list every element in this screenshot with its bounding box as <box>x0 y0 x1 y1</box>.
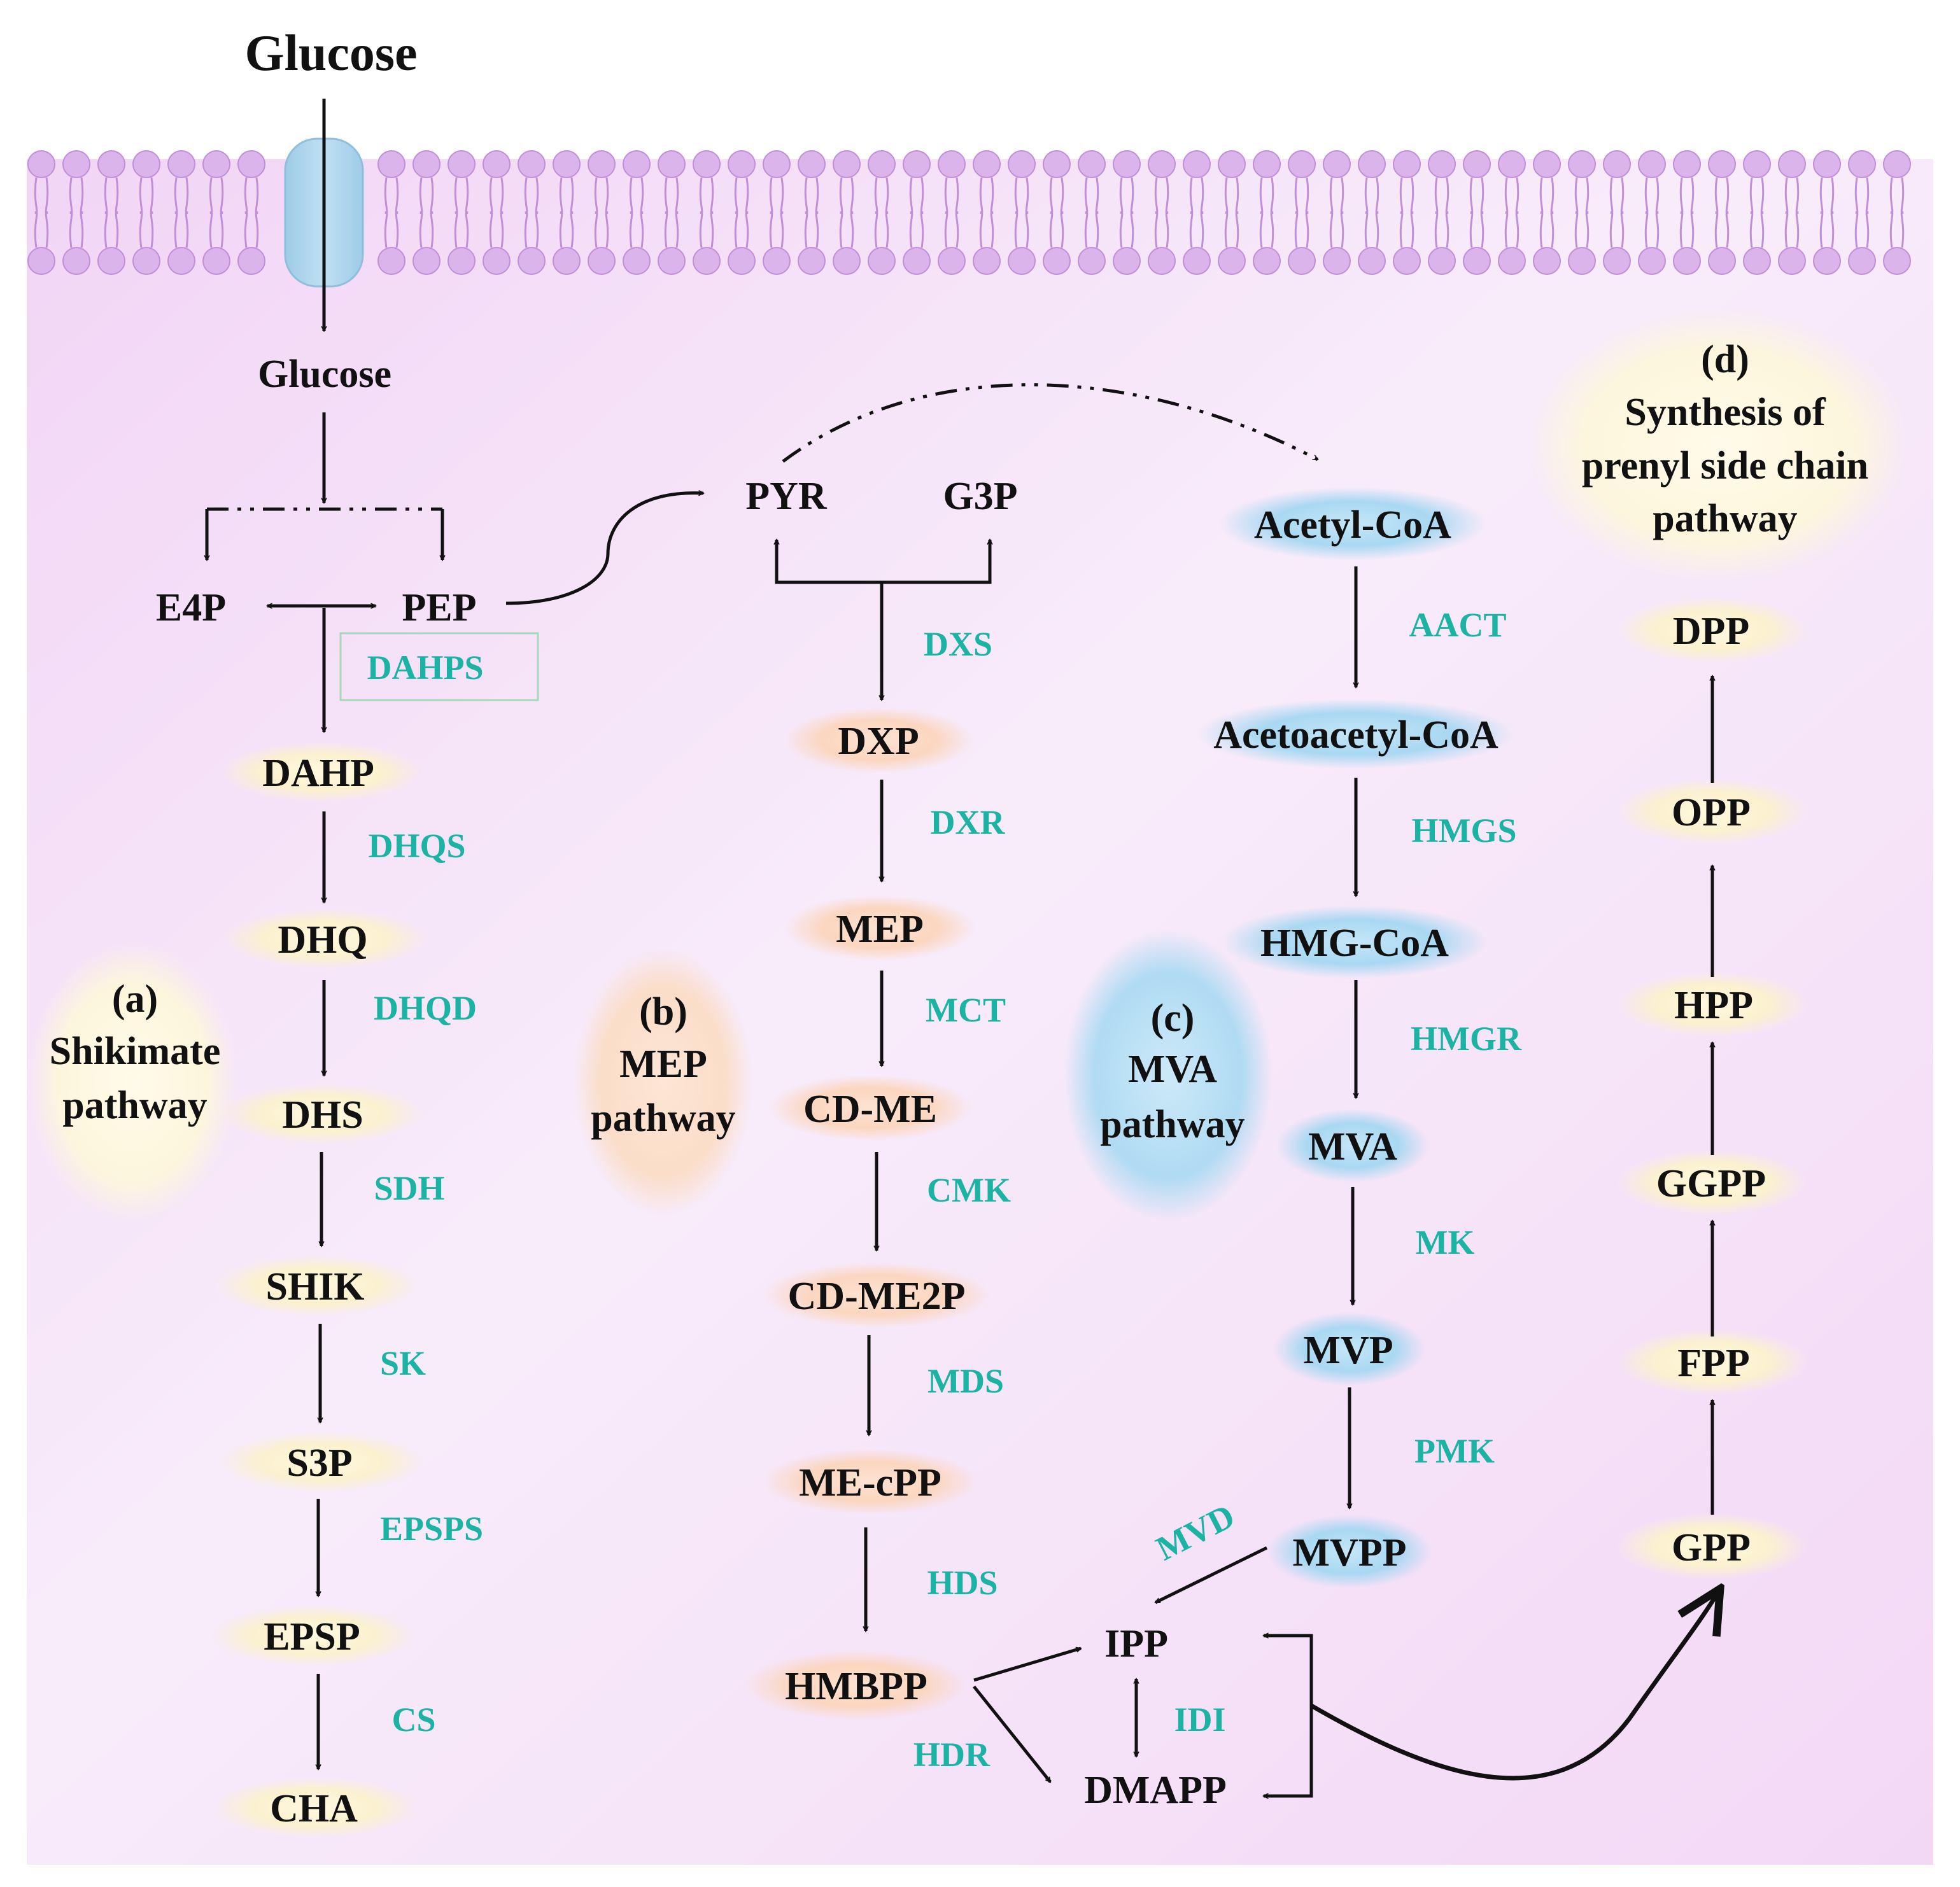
enzyme-dxr: DXR <box>931 803 1006 841</box>
node-ggpp: GGPP <box>1656 1162 1766 1205</box>
node-acetoacetyl-coa: Acetoacetyl-CoA <box>1213 713 1498 757</box>
node-hpp: HPP <box>1674 984 1753 1027</box>
enzyme-aact: AACT <box>1409 606 1506 644</box>
enzyme-dxs: DXS <box>924 625 992 663</box>
mep-pathway-glow <box>574 948 752 1216</box>
pathway-b-line2: pathway <box>591 1097 735 1140</box>
node-mvp: MVP <box>1303 1329 1393 1372</box>
enzyme-hmgr: HMGR <box>1411 1020 1522 1058</box>
pathway-d-line1: Synthesis of <box>1625 391 1826 434</box>
node-hmbpp: HMBPP <box>785 1665 927 1708</box>
enzyme-mk: MK <box>1416 1223 1475 1261</box>
enzyme-hds: HDS <box>927 1564 998 1602</box>
shikimate-pathway-glow <box>27 942 237 1222</box>
pathway-d-tag: (d) <box>1701 338 1749 381</box>
enzyme-mds: MDS <box>927 1362 1004 1400</box>
pathway-d-line2: prenyl side chain <box>1582 444 1868 488</box>
arrows <box>207 99 1719 1796</box>
node-pyr: PYR <box>745 475 828 518</box>
node-dmapp: DMAPP <box>1084 1769 1227 1812</box>
node-me-cpp: ME-cPP <box>799 1461 941 1505</box>
enzyme-hdr: HDR <box>913 1736 991 1774</box>
node-mep: MEP <box>836 908 924 951</box>
enzyme-hmgs: HMGS <box>1411 811 1516 850</box>
enzyme-dhqs: DHQS <box>368 827 465 865</box>
node-shik: SHIK <box>265 1265 364 1308</box>
node-cd-me2p: CD-ME2P <box>788 1275 966 1318</box>
pathway-a-tag: (a) <box>112 978 158 1021</box>
node-dxp: DXP <box>838 720 919 763</box>
enzyme-cs: CS <box>391 1701 435 1739</box>
pathway-c-line1: MVA <box>1128 1048 1217 1091</box>
node-gpp: GPP <box>1672 1526 1751 1569</box>
enzyme-sk: SK <box>380 1344 426 1382</box>
enzymes: DAHPS DHQS DHQD SDH SK EPSPS CS DXS DXR … <box>367 606 1521 1774</box>
node-cha: CHA <box>270 1787 358 1830</box>
pathway-c-tag: (c) <box>1151 997 1195 1040</box>
node-hmg-coa: HMG-CoA <box>1260 922 1449 965</box>
pathway-c-line2: pathway <box>1100 1103 1244 1146</box>
node-mva: MVA <box>1308 1125 1397 1168</box>
node-pep: PEP <box>402 586 476 629</box>
enzyme-pmk: PMK <box>1414 1432 1495 1470</box>
node-e4p: E4P <box>156 586 226 629</box>
enzyme-epsps: EPSPS <box>380 1510 483 1548</box>
enzyme-dahps: DAHPS <box>367 649 483 687</box>
pathway-b-line1: MEP <box>619 1042 707 1086</box>
node-glucose: Glucose <box>258 353 391 396</box>
node-ipp: IPP <box>1104 1622 1168 1666</box>
node-epsp: EPSP <box>264 1615 360 1659</box>
outside-glucose-label: Glucose <box>244 25 417 81</box>
prenyl-pathway-glow <box>1528 309 1910 582</box>
pathway-d-line3: pathway <box>1653 497 1797 540</box>
node-glows <box>211 487 1808 1838</box>
node-s3p: S3P <box>286 1442 352 1485</box>
dahps-box <box>339 632 539 701</box>
node-mvpp: MVPP <box>1292 1531 1406 1575</box>
enzyme-sdh: SDH <box>374 1169 444 1207</box>
metabolites: Glucose E4P PEP DAHP DHQ DHS SHIK S3P EP… <box>156 353 1766 1830</box>
enzyme-idi: IDI <box>1174 1701 1225 1739</box>
node-fpp: FPP <box>1677 1342 1750 1385</box>
node-dhq: DHQ <box>278 918 367 962</box>
node-dpp: DPP <box>1673 610 1750 653</box>
cell-membrane <box>27 150 1911 275</box>
enzyme-cmk: CMK <box>927 1171 1011 1209</box>
pathway-a-line2: pathway <box>62 1084 207 1127</box>
node-g3p: G3P <box>943 475 1017 518</box>
enzyme-mct: MCT <box>926 991 1006 1029</box>
mva-pathway-glow <box>1063 929 1273 1222</box>
pathway-a-line1: Shikimate <box>50 1030 221 1073</box>
enzyme-dhqd: DHQD <box>374 989 477 1027</box>
node-dhs: DHS <box>282 1093 363 1137</box>
node-dahp: DAHP <box>262 752 374 795</box>
pathway-labels: (a) Shikimate pathway (b) MEP pathway (c… <box>50 338 1868 1146</box>
node-cd-me: CD-ME <box>803 1088 937 1131</box>
pathway-b-tag: (b) <box>639 990 687 1034</box>
node-opp: OPP <box>1672 791 1751 834</box>
node-acetyl-coa: Acetyl-CoA <box>1254 503 1451 547</box>
